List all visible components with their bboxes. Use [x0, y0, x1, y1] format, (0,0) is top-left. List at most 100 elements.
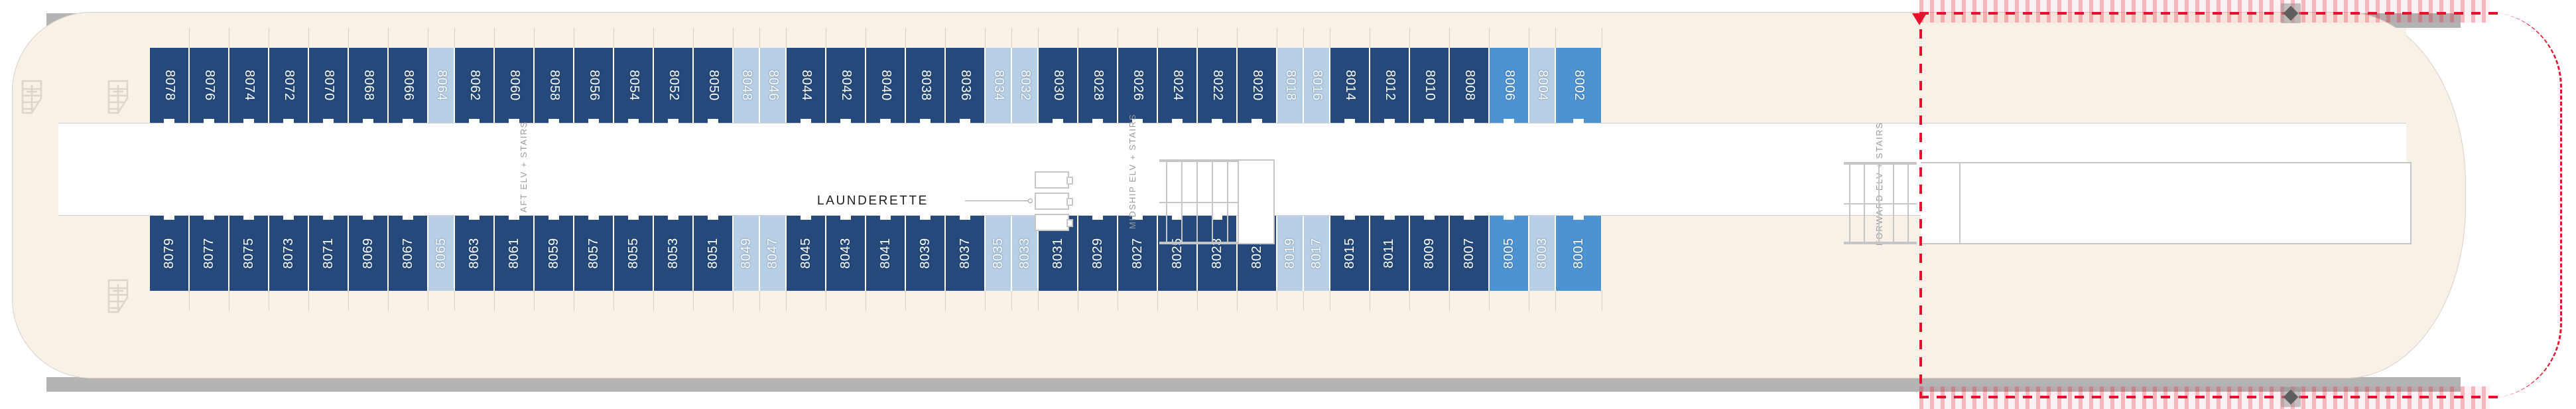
balcony-divider — [534, 291, 535, 311]
stateroom-number-label: 8038 — [918, 70, 933, 101]
stateroom-number-label: 8079 — [161, 238, 176, 269]
balcony-divider — [693, 28, 694, 48]
stateroom-8038[interactable]: 8038 — [905, 48, 945, 123]
stateroom-8073[interactable]: 8073 — [269, 215, 308, 291]
stateroom-8022[interactable]: 8022 — [1197, 48, 1237, 123]
selection-handle-bottom[interactable] — [2283, 389, 2299, 405]
stateroom-8061[interactable]: 8061 — [494, 215, 534, 291]
stateroom-8053[interactable]: 8053 — [653, 215, 693, 291]
stateroom-8020[interactable]: 8020 — [1237, 48, 1277, 123]
stateroom-number-label: 8047 — [765, 238, 780, 269]
balcony-band-bottom — [58, 291, 2406, 311]
stateroom-8042[interactable]: 8042 — [826, 48, 866, 123]
stateroom-8079[interactable]: 8079 — [149, 215, 189, 291]
stateroom-8040[interactable]: 8040 — [866, 48, 905, 123]
stateroom-8004[interactable]: 8004 — [1529, 48, 1555, 123]
balcony-divider — [613, 28, 614, 48]
stateroom-8009[interactable]: 8009 — [1409, 215, 1449, 291]
stateroom-8002[interactable]: 8002 — [1555, 48, 1602, 123]
stateroom-8074[interactable]: 8074 — [229, 48, 269, 123]
stateroom-8065[interactable]: 8065 — [428, 216, 454, 291]
stateroom-8071[interactable]: 8071 — [308, 215, 348, 291]
stateroom-8016[interactable]: 8016 — [1303, 48, 1330, 123]
stateroom-8001[interactable]: 8001 — [1555, 215, 1602, 291]
stateroom-8060[interactable]: 8060 — [494, 48, 534, 123]
stateroom-8008[interactable]: 8008 — [1449, 48, 1489, 123]
stateroom-8043[interactable]: 8043 — [826, 215, 866, 291]
stateroom-8006[interactable]: 8006 — [1489, 48, 1529, 123]
stateroom-8014[interactable]: 8014 — [1330, 48, 1370, 123]
stateroom-8046[interactable]: 8046 — [759, 48, 786, 123]
stateroom-8078[interactable]: 8078 — [149, 48, 189, 123]
stateroom-8045[interactable]: 8045 — [786, 215, 826, 291]
stateroom-8067[interactable]: 8067 — [388, 215, 428, 291]
stateroom-8025[interactable]: 8025 — [1157, 215, 1197, 291]
stateroom-number-label: 8003 — [1534, 238, 1549, 269]
stateroom-8029[interactable]: 8029 — [1078, 215, 1118, 291]
stateroom-door-notch — [668, 215, 678, 220]
stateroom-8041[interactable]: 8041 — [866, 215, 905, 291]
stateroom-8007[interactable]: 8007 — [1449, 215, 1489, 291]
stateroom-8064[interactable]: 8064 — [428, 48, 454, 123]
stateroom-8003[interactable]: 8003 — [1529, 216, 1555, 291]
stateroom-8019[interactable]: 8019 — [1277, 216, 1303, 291]
stateroom-8048[interactable]: 8048 — [733, 48, 759, 123]
stateroom-8037[interactable]: 8037 — [945, 215, 985, 291]
stateroom-door-notch — [628, 215, 639, 220]
balcony-divider — [348, 291, 349, 311]
stateroom-8032[interactable]: 8032 — [1011, 48, 1038, 123]
stateroom-door-notch — [1172, 215, 1183, 220]
stateroom-8035[interactable]: 8035 — [985, 216, 1011, 291]
stateroom-8068[interactable]: 8068 — [348, 48, 388, 123]
stateroom-8049[interactable]: 8049 — [733, 216, 759, 291]
stateroom-8012[interactable]: 8012 — [1370, 48, 1409, 123]
balcony-divider — [1555, 28, 1556, 48]
stateroom-8054[interactable]: 8054 — [613, 48, 653, 123]
stateroom-8075[interactable]: 8075 — [229, 215, 269, 291]
stateroom-8044[interactable]: 8044 — [786, 48, 826, 123]
stateroom-8011[interactable]: 8011 — [1370, 215, 1409, 291]
stateroom-8026[interactable]: 8026 — [1118, 48, 1157, 123]
stateroom-8058[interactable]: 8058 — [534, 48, 574, 123]
stateroom-8055[interactable]: 8055 — [613, 215, 653, 291]
stateroom-8077[interactable]: 8077 — [189, 215, 229, 291]
stateroom-8023[interactable]: 8023 — [1197, 215, 1237, 291]
stateroom-8076[interactable]: 8076 — [189, 48, 229, 123]
stateroom-door-notch — [204, 119, 214, 123]
selection-edge-bottom[interactable] — [1919, 396, 2503, 398]
stateroom-8057[interactable]: 8057 — [574, 215, 613, 291]
stateroom-8036[interactable]: 8036 — [945, 48, 985, 123]
stateroom-8033[interactable]: 8033 — [1011, 216, 1038, 291]
stateroom-door-notch — [1573, 119, 1584, 123]
stateroom-8066[interactable]: 8066 — [388, 48, 428, 123]
stateroom-number-label: 8065 — [433, 238, 448, 269]
stateroom-8028[interactable]: 8028 — [1078, 48, 1118, 123]
stateroom-8017[interactable]: 8017 — [1303, 216, 1330, 291]
balcony-divider — [1157, 28, 1158, 48]
stateroom-8056[interactable]: 8056 — [574, 48, 613, 123]
stateroom-number-label: 8074 — [241, 70, 257, 101]
stateroom-8034[interactable]: 8034 — [985, 48, 1011, 123]
stateroom-8070[interactable]: 8070 — [308, 48, 348, 123]
stateroom-8072[interactable]: 8072 — [269, 48, 308, 123]
stateroom-8059[interactable]: 8059 — [534, 215, 574, 291]
stateroom-8051[interactable]: 8051 — [693, 215, 733, 291]
stateroom-number-label: 8076 — [202, 70, 217, 101]
stateroom-8050[interactable]: 8050 — [693, 48, 733, 123]
stateroom-8062[interactable]: 8062 — [454, 48, 494, 123]
stateroom-8027[interactable]: 8027 — [1118, 215, 1157, 291]
stateroom-8010[interactable]: 8010 — [1409, 48, 1449, 123]
stateroom-number-label: 8017 — [1309, 238, 1324, 269]
stateroom-8015[interactable]: 8015 — [1330, 215, 1370, 291]
stateroom-8018[interactable]: 8018 — [1277, 48, 1303, 123]
stateroom-8024[interactable]: 8024 — [1157, 48, 1197, 123]
stateroom-door-notch — [548, 215, 559, 220]
stateroom-8047[interactable]: 8047 — [759, 216, 786, 291]
stateroom-8052[interactable]: 8052 — [653, 48, 693, 123]
selection-edge-right-curve[interactable] — [2487, 12, 2562, 398]
stateroom-8069[interactable]: 8069 — [348, 215, 388, 291]
stateroom-8005[interactable]: 8005 — [1489, 215, 1529, 291]
stateroom-8063[interactable]: 8063 — [454, 215, 494, 291]
stateroom-8039[interactable]: 8039 — [905, 215, 945, 291]
stateroom-8030[interactable]: 8030 — [1038, 48, 1078, 123]
